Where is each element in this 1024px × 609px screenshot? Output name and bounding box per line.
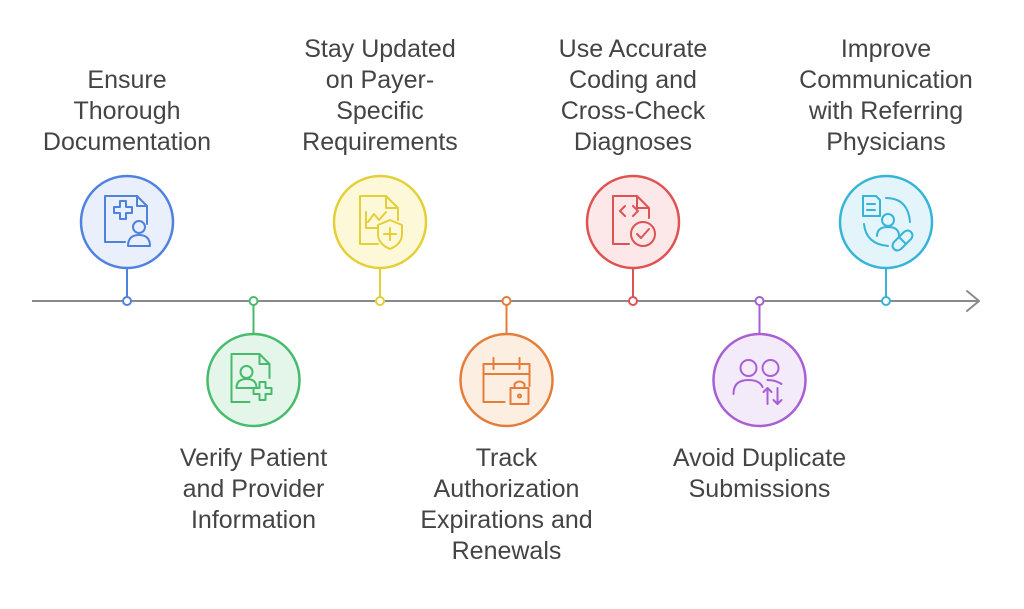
calendar-lock-icon	[482, 357, 531, 405]
code-file-check-icon	[612, 195, 656, 247]
step-label: Use Accurate Coding and Cross-Check Diag…	[558, 35, 708, 156]
timeline-step-6	[712, 296, 807, 428]
step-circle	[459, 332, 554, 428]
timeline-marker	[501, 296, 512, 306]
timeline-step-4	[459, 296, 554, 428]
timeline-marker	[628, 296, 638, 306]
timeline-marker	[754, 296, 765, 306]
step-label: Stay Updated on Payer- Specific Requirem…	[302, 35, 458, 156]
document-medical-user-icon	[104, 195, 151, 247]
users-swap-arrows-icon	[732, 359, 783, 405]
step-circle	[585, 174, 681, 270]
step-label: Avoid Duplicate Submissions	[672, 444, 847, 503]
step-circle	[838, 174, 934, 270]
step-label: Verify Patient and Provider Information	[179, 444, 328, 534]
document-doctor-pill-icon	[862, 195, 914, 252]
timeline-step-5	[585, 174, 681, 306]
timeline-marker	[375, 296, 385, 306]
timeline-step-1	[79, 174, 175, 306]
document-user-plus-icon	[230, 353, 273, 403]
timeline-marker	[248, 296, 259, 306]
timeline-marker	[881, 296, 891, 306]
timeline-marker	[122, 296, 132, 306]
step-circle	[79, 174, 175, 270]
timeline-step-3	[332, 174, 428, 306]
step-circle	[712, 332, 807, 428]
timeline-step-7	[838, 174, 934, 306]
document-chart-shield-icon	[359, 195, 403, 250]
step-label: Improve Communication with Referring Phy…	[799, 35, 973, 156]
step-label: Ensure Thorough Documentation	[42, 66, 212, 156]
step-circle	[332, 174, 428, 270]
step-label: Track Authorization Expirations and Rene…	[420, 444, 593, 565]
timeline-arrowhead	[966, 290, 980, 312]
timeline-step-2	[206, 296, 301, 428]
